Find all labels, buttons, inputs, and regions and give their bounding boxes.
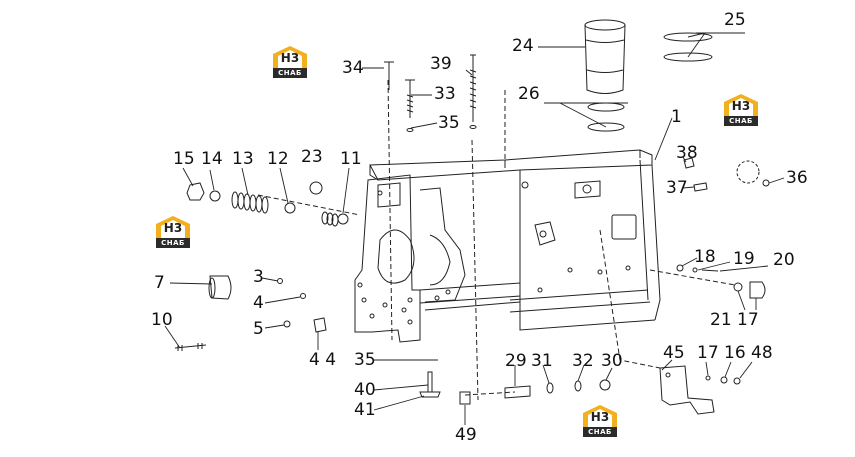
watermark-logo: H3 CHAБ: [153, 214, 193, 250]
watermark-logo: H3 CHAБ: [721, 92, 761, 128]
callout-25: 25: [724, 10, 746, 30]
plug-38: [683, 157, 695, 169]
callout-18: 18: [694, 247, 716, 267]
stud-33: [405, 79, 415, 118]
callout-12: 12: [267, 149, 289, 169]
spring-13: [231, 191, 269, 214]
nut-30: [599, 379, 611, 391]
part-18: [676, 264, 684, 272]
plug-23: [309, 181, 323, 195]
washer-32: [574, 380, 582, 392]
screw-40: [427, 371, 433, 393]
callout-11: 11: [340, 149, 362, 169]
callout-32: 32: [572, 351, 594, 371]
callout-35-upper: 35: [438, 113, 460, 133]
plug-4: [300, 293, 306, 299]
callout-15: 15: [173, 149, 195, 169]
callout-30: 30: [601, 351, 623, 371]
callout-5: 5: [253, 319, 264, 339]
plug-17: [749, 281, 766, 299]
washer-16: [720, 376, 728, 384]
o-ring-upper: [663, 32, 713, 42]
callout-35-lower: 35: [354, 350, 376, 370]
callout-17-right: 17: [737, 310, 759, 330]
seal-21: [733, 282, 743, 292]
plug-15: [186, 182, 205, 201]
shim-upper: [587, 102, 625, 112]
washer-36: [762, 179, 770, 187]
bolt-34: [384, 61, 394, 90]
callout-16: 16: [724, 343, 746, 363]
leader-lines: [164, 32, 785, 425]
callout-26: 26: [518, 84, 540, 104]
callout-24: 24: [512, 36, 534, 56]
washer-47: [705, 375, 711, 381]
callout-4: 4: [253, 293, 264, 313]
callout-34: 34: [342, 58, 364, 78]
washer-35-b: [469, 125, 477, 129]
callout-23: 23: [301, 147, 323, 167]
callout-31: 31: [531, 351, 553, 371]
callout-20: 20: [773, 250, 795, 270]
assembly-lines: [257, 79, 736, 401]
callout-49: 49: [455, 425, 477, 445]
callout-45: 45: [663, 343, 685, 363]
callout-7: 7: [154, 273, 165, 293]
callout-21: 21: [710, 310, 732, 330]
plunger-12: [284, 202, 296, 214]
callout-37: 37: [666, 178, 688, 198]
callout-29: 29: [505, 351, 527, 371]
plug-37: [693, 182, 708, 192]
callout-38: 38: [676, 143, 698, 163]
o-ring-lower: [663, 52, 713, 62]
callout-48: 48: [751, 343, 773, 363]
valve-11: [321, 211, 349, 227]
cup-plug-7: [209, 275, 232, 300]
washer-35-a: [406, 128, 414, 132]
part-20: [701, 269, 719, 272]
callout-17-lower: 17: [697, 343, 719, 363]
callout-41: 41: [354, 400, 376, 420]
shim-lower: [587, 122, 625, 132]
washer-14: [209, 190, 221, 202]
watermark-logo: H3 CHAБ: [270, 44, 310, 80]
plug-5: [283, 320, 291, 328]
plug-44: [313, 317, 327, 333]
callout-14: 14: [201, 149, 223, 169]
callout-33: 33: [434, 84, 456, 104]
callout-44: 4 4: [309, 350, 337, 370]
union-29: [504, 385, 531, 399]
callout-1: 1: [671, 107, 682, 127]
bolt-48: [733, 377, 741, 385]
callout-39: 39: [430, 54, 452, 74]
callout-13: 13: [232, 149, 254, 169]
washer-31: [546, 382, 554, 394]
bracket-45: [659, 365, 715, 415]
callout-36: 36: [786, 168, 808, 188]
cylinder-liner: [584, 19, 626, 94]
part-19: [692, 267, 698, 273]
watermark-logo: H3 CHAБ: [580, 403, 620, 439]
bolt-49: [459, 391, 471, 405]
callout-10: 10: [151, 310, 173, 330]
callout-19: 19: [733, 249, 755, 269]
callout-3: 3: [253, 267, 264, 287]
gear-36: [736, 160, 760, 184]
plug-3: [277, 278, 283, 284]
cylinder-block: [354, 149, 661, 343]
callout-40: 40: [354, 380, 376, 400]
